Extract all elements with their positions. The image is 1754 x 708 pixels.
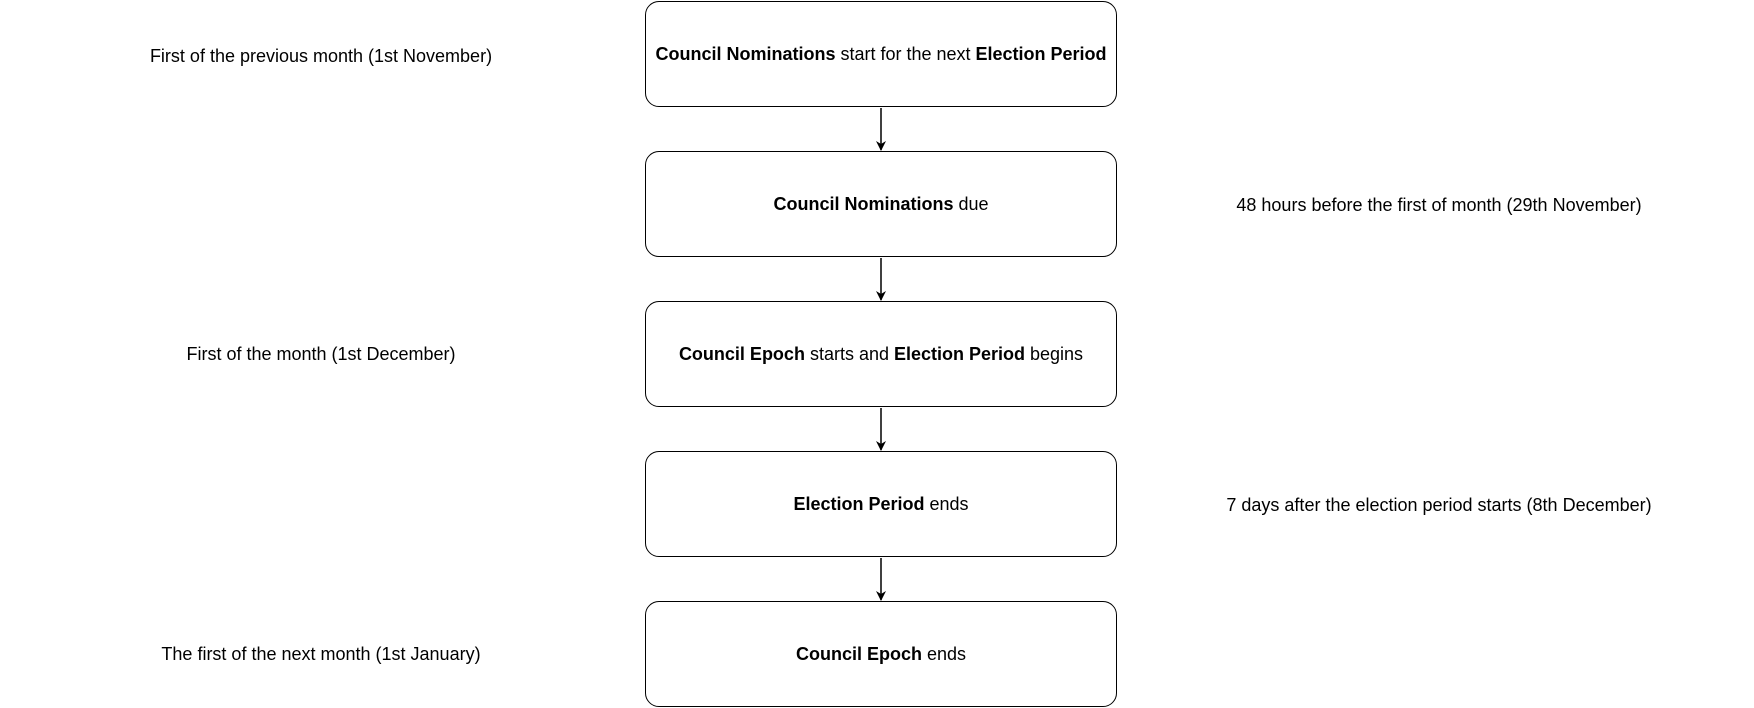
step-label-term: Election Period — [975, 43, 1107, 64]
step-label: Council Nominations start for the next E… — [655, 44, 1106, 65]
step-label-term: Election Period — [893, 343, 1026, 364]
step-label-text: ends — [921, 643, 967, 664]
note-step-1: First of the previous month (1st Novembe… — [149, 46, 493, 66]
note-step-2: 48 hours before the first of month (29th… — [1236, 195, 1642, 215]
step-label-term: Council Nominations — [655, 43, 836, 64]
step-label: Council Epoch ends — [796, 644, 966, 665]
step-label-text: ends — [924, 493, 969, 514]
step-label: Council Nominations due — [773, 194, 988, 215]
note-step-4: 7 days after the election period starts … — [1226, 495, 1652, 515]
step-label-term: Council Epoch — [678, 343, 805, 364]
step-label-term: Council Epoch — [795, 643, 922, 664]
step-label-text: start for the next — [835, 43, 976, 64]
step-label-text: due — [953, 193, 989, 214]
step-label: Election Period ends — [793, 494, 968, 515]
step-label-text: begins — [1025, 343, 1084, 364]
step-1-nominations-start: Council Nominations start for the next E… — [645, 1, 1117, 107]
step-label: Council Epoch starts and Election Period… — [679, 344, 1083, 365]
step-label-term: Council Nominations — [773, 193, 954, 214]
step-4-election-ends: Election Period ends — [645, 451, 1117, 557]
step-3-epoch-starts: Council Epoch starts and Election Period… — [645, 301, 1117, 407]
step-label-term: Election Period — [793, 493, 925, 514]
step-label-text: starts and — [804, 343, 894, 364]
note-step-3: First of the month (1st December) — [186, 344, 456, 364]
step-2-nominations-due: Council Nominations due — [645, 151, 1117, 257]
note-step-5: The first of the next month (1st January… — [161, 644, 481, 664]
step-5-epoch-ends: Council Epoch ends — [645, 601, 1117, 707]
